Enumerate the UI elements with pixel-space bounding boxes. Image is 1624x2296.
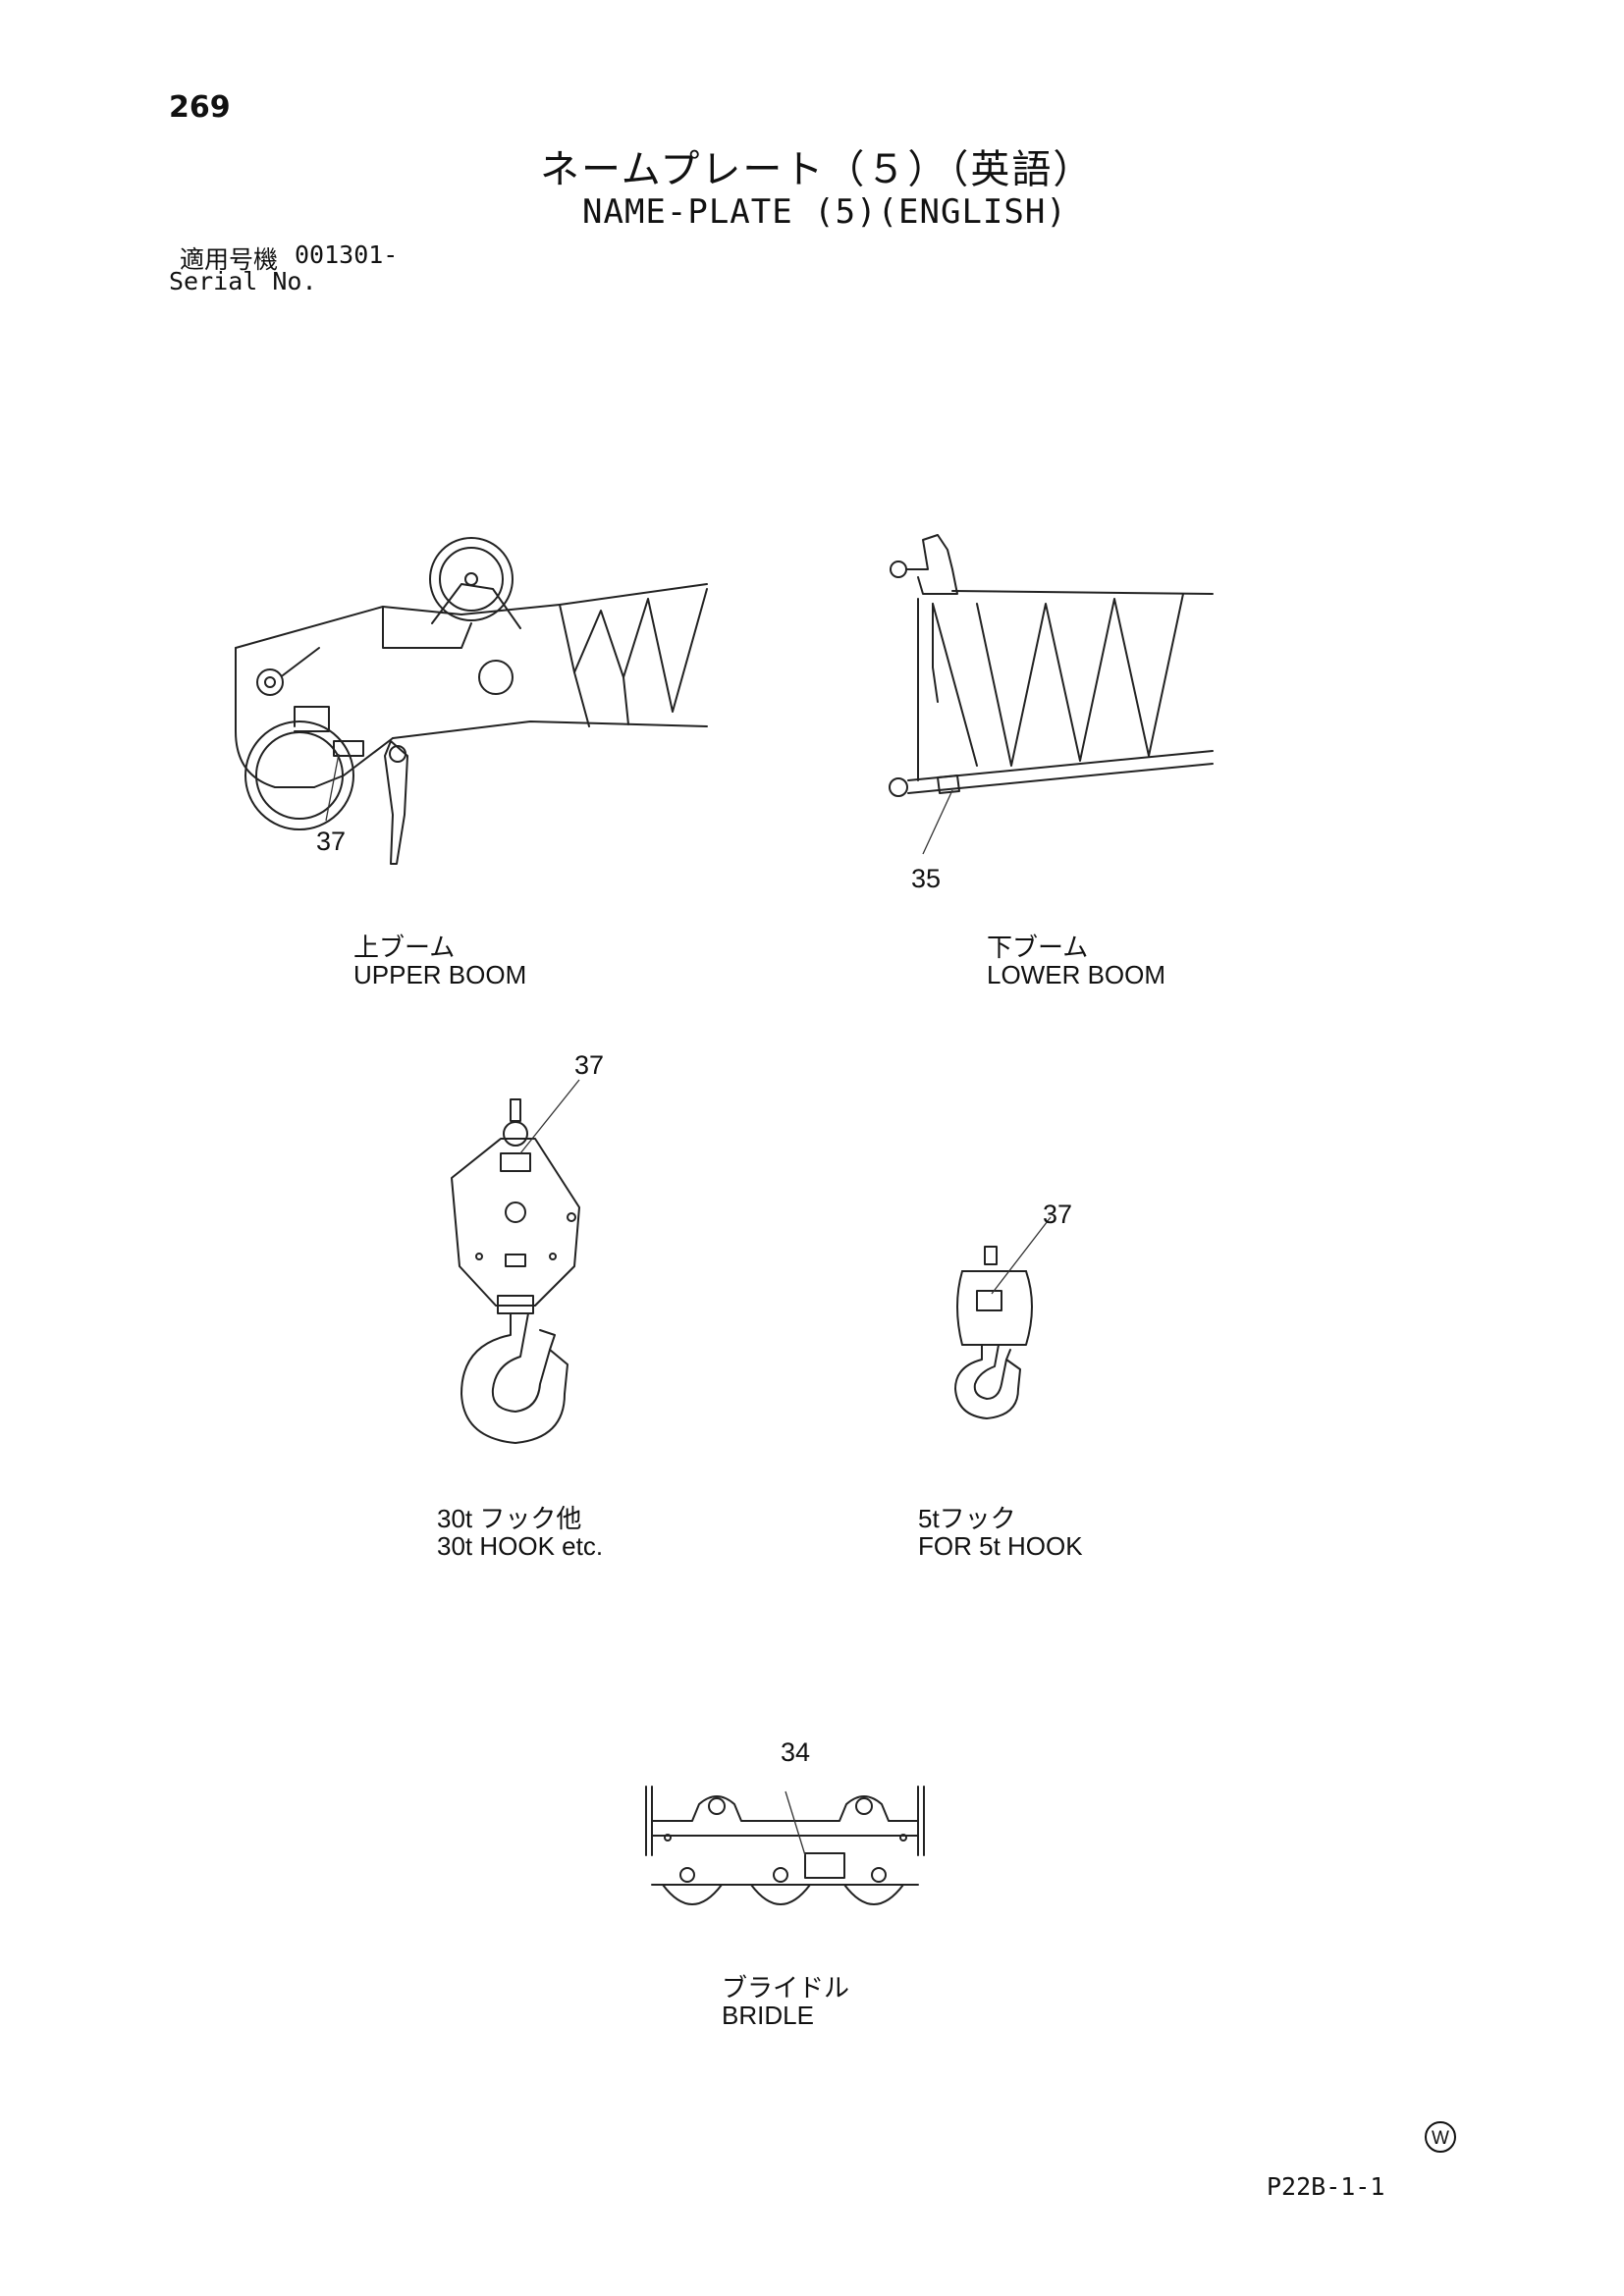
page-number: 269 [169,90,231,125]
page-title-english: NAME-PLATE (5)(ENGLISH) [582,192,1067,232]
lower-boom-caption-english: LOWER BOOM [987,960,1166,989]
upper-boom-callout: 37 [316,827,347,856]
bridle-caption-japanese: ブライドル [722,1973,850,2002]
lower-boom-callout: 35 [911,864,942,893]
bridle-drawing [638,1777,933,1934]
serial-label-english: Serial No. [169,267,317,295]
hook-5t-drawing [947,1247,1056,1433]
serial-label-japanese: 適用号機 [180,245,279,274]
page-title-japanese: ネームプレート（５）（英語） [540,147,1095,192]
upper-boom-caption-japanese: 上ブーム [353,933,456,962]
hook-30t-caption-japanese: 30t フック他 [437,1504,582,1533]
footer-page-code: P22B-1-1 [1267,2172,1385,2201]
hook-30t-drawing [442,1099,599,1463]
serial-number: 001301- [295,240,399,269]
lower-boom-caption-japanese: 下ブーム [987,933,1089,962]
hook-30t-callout: 37 [574,1050,605,1080]
circled-w-logo-icon: W [1425,2121,1456,2153]
hook-5t-caption-english: FOR 5t HOOK [918,1531,1083,1561]
hook-30t-caption-english: 30t HOOK etc. [437,1531,604,1561]
hook-5t-caption-japanese: 5tフック [918,1504,1016,1533]
upper-boom-drawing [236,530,727,883]
circled-w-logo-letter: W [1432,2128,1449,2149]
hook-5t-callout: 37 [1043,1200,1073,1229]
bridle-caption-english: BRIDLE [722,2001,814,2030]
upper-boom-caption-english: UPPER BOOM [353,960,527,989]
bridle-callout: 34 [781,1737,811,1767]
lower-boom-drawing [879,530,1222,825]
